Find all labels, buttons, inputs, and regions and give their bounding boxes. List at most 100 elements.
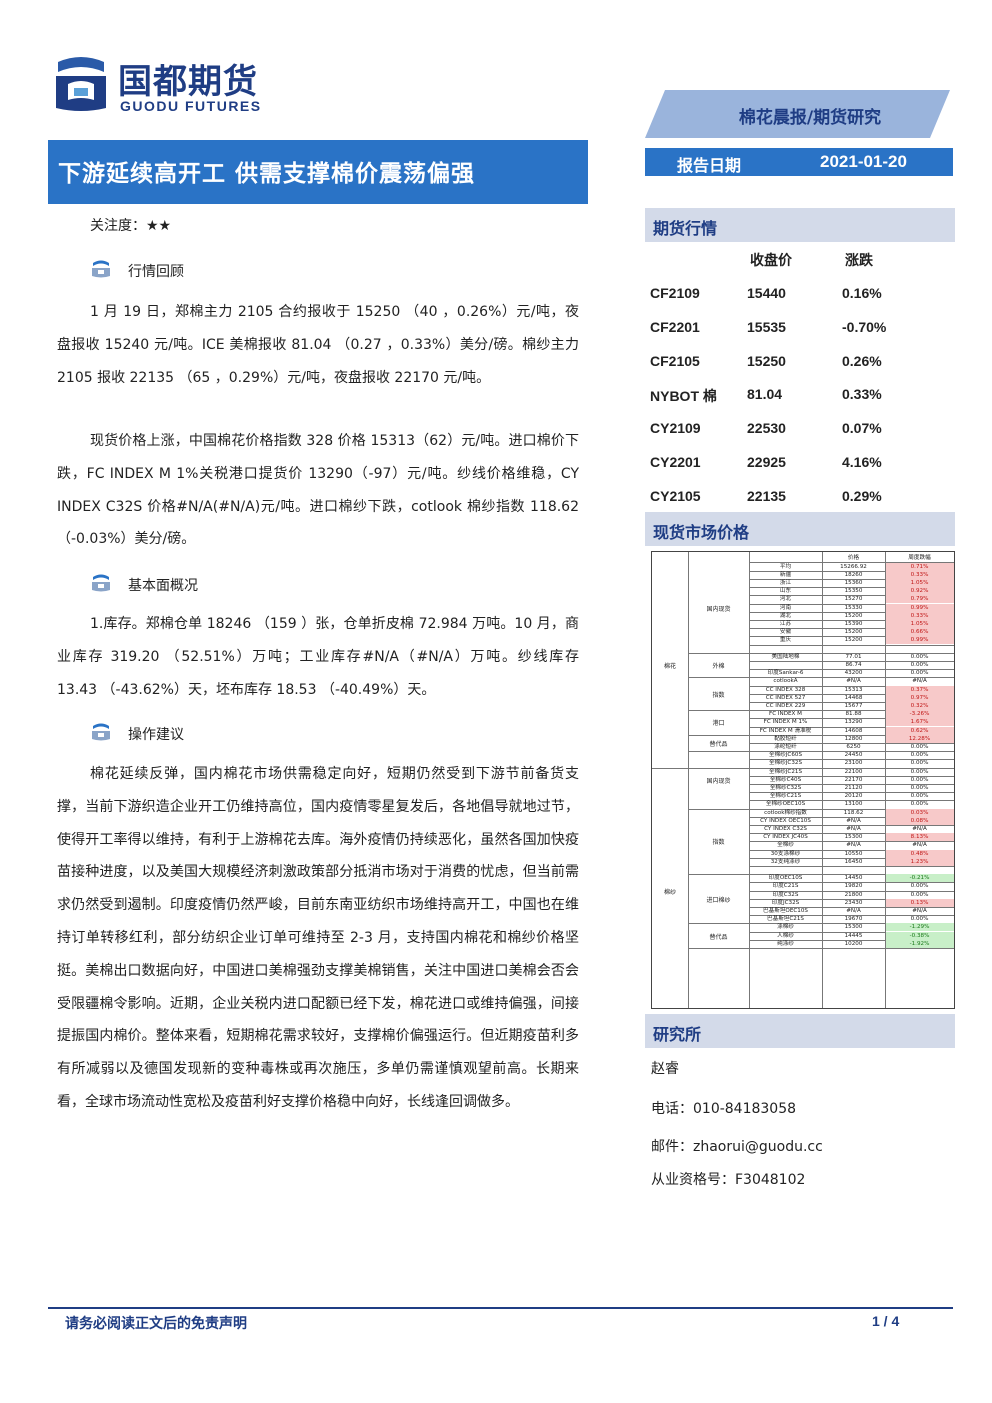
- spot-item-price: 43200: [844, 670, 863, 677]
- spot-row-rule: [749, 751, 954, 753]
- spot-item-name: 30支涤棉纱: [770, 850, 801, 857]
- spot-category: 棉花: [663, 663, 676, 670]
- spot-row-rule: [749, 685, 954, 687]
- spot-item-name: 全棉纱JC32S: [768, 760, 802, 767]
- spot-row-rule: [749, 767, 954, 769]
- spot-item-change: 0.33%: [885, 611, 954, 620]
- spot-item-price: 15677: [844, 702, 863, 709]
- spot-item-price: 14450: [844, 875, 863, 882]
- spot-item-price: [822, 645, 885, 653]
- spot-item-price: 22100: [844, 768, 863, 775]
- spot-item-name: 安徽: [779, 629, 792, 636]
- futures-price: 15440: [747, 285, 786, 301]
- spot-item-change: 0.99%: [885, 636, 954, 645]
- spot-item-name: [749, 645, 822, 653]
- report-type: 棉花晨报/期货研究: [738, 108, 882, 128]
- spot-row-rule: [749, 882, 954, 884]
- spot-item-price: 15300: [844, 924, 863, 931]
- report-date-bar: 报告日期 2021-01-20: [645, 148, 953, 176]
- futures-code: CF2109: [650, 285, 700, 301]
- spot-subcategory: 替代品: [709, 933, 728, 941]
- spot-row-rule: [749, 931, 954, 933]
- spot-item-name: 平均: [779, 563, 792, 570]
- spot-item-name: 全棉纱OEC10S: [765, 801, 806, 808]
- spot-row-rule: [749, 759, 954, 761]
- spot-item-name: 巴基斯坦OEC10S: [763, 907, 808, 914]
- futures-change: 0.26%: [842, 352, 882, 369]
- spot-item-change: -1.29%: [885, 923, 954, 932]
- spot-item-name: 纯涤纱: [777, 940, 794, 947]
- spot-row-rule: [749, 660, 954, 662]
- spot-col-price: 价格: [847, 554, 860, 561]
- spot-row-rule: [749, 915, 954, 917]
- spot-item-price: 15360: [844, 579, 863, 586]
- spot-group-rule: [688, 751, 749, 753]
- spot-row-rule: [749, 857, 954, 859]
- footer-disclaimer[interactable]: 请务必阅读正文后的免责声明: [65, 1316, 247, 1332]
- spot-item-price: 10550: [844, 850, 863, 857]
- spot-item-change: 0.00%: [910, 891, 929, 898]
- section-bullet-icon: [92, 723, 110, 741]
- spot-row-rule: [749, 939, 954, 941]
- spot-item-price: 10200: [844, 940, 863, 947]
- spot-item-change: 1.23%: [885, 857, 954, 866]
- spot-item-change: 0.00%: [910, 793, 929, 800]
- title-bar: 下游延续高开工 供需支撑棉价震荡偏强: [48, 140, 588, 204]
- logo-mark-icon: [56, 57, 106, 111]
- spot-item-name: 浙江: [779, 579, 792, 586]
- spot-item-change: 0.79%: [885, 595, 954, 604]
- futures-price: 15250: [747, 352, 786, 369]
- spot-category: 棉纱: [663, 888, 676, 896]
- spot-col-rule: [749, 552, 750, 1008]
- spot-group-rule: [688, 677, 749, 679]
- spot-item-price: 24450: [844, 752, 863, 759]
- spot-row-rule: [749, 726, 954, 728]
- spot-item-name: 美国陆地棉: [771, 653, 800, 660]
- spot-row-rule: [749, 865, 954, 867]
- spot-item-change: 8.13%: [885, 833, 954, 842]
- futures-code: CF2201: [650, 318, 700, 335]
- futures-price: 15535: [747, 318, 786, 335]
- spot-item-change: 0.00%: [910, 760, 929, 767]
- analyst-email[interactable]: 邮件：zhaorui@guodu.cc: [651, 1139, 823, 1155]
- spot-item-price: 21800: [844, 891, 863, 898]
- spot-item-change: 0.97%: [885, 693, 954, 702]
- spot-item-change: 0.62%: [885, 726, 954, 735]
- logo-text-en: GUODU FUTURES: [120, 98, 262, 114]
- spot-row-rule: [749, 833, 954, 835]
- spot-group-rule: [688, 947, 749, 949]
- spot-item-name: FC INDEX M: [768, 711, 802, 718]
- spot-item-change: 0.71%: [885, 562, 954, 571]
- futures-code: CF2105: [650, 352, 700, 369]
- spot-item-change: #N/A: [912, 907, 927, 914]
- spot-item-name: 全棉纱JC21S: [768, 768, 802, 775]
- spot-item-price: #N/A: [846, 842, 861, 849]
- spot-item-name: cotlookA: [773, 678, 798, 685]
- spot-row-rule: [749, 710, 954, 712]
- spot-item-name: CC INDEX 527: [765, 694, 806, 701]
- spot-item-change: [885, 645, 954, 653]
- spot-item-change: 0.00%: [910, 752, 929, 759]
- spot-item-name: CC INDEX 229: [765, 702, 806, 709]
- spot-item-name: 黏胶短纤: [774, 735, 797, 742]
- spot-item-price: 19670: [844, 916, 863, 923]
- spot-item-change: -0.38%: [885, 931, 954, 940]
- spot-item-change: 0.00%: [910, 916, 929, 923]
- spot-item-price: 23430: [844, 899, 863, 906]
- spot-row-rule: [749, 644, 954, 646]
- spot-item-name: 新疆: [779, 571, 792, 578]
- spot-item-change: 0.00%: [910, 743, 929, 750]
- spot-item-price: 13290: [844, 719, 863, 726]
- spot-item-name: 印度C21S: [772, 883, 799, 890]
- spot-item-change: -0.21%: [885, 874, 954, 883]
- spot-col-change: 周度跌幅: [908, 554, 931, 561]
- spot-item-name: FC INDEX M 1%: [763, 719, 808, 726]
- spot-item-price: 15270: [844, 596, 863, 603]
- spot-item-price: #N/A: [846, 678, 861, 685]
- section-heading-label: 行情回顾: [128, 264, 184, 280]
- spot-subcategory: 指数: [712, 691, 725, 699]
- spot-item-name: 巴基斯坦C21S: [767, 916, 804, 923]
- spot-item-change: 0.00%: [910, 670, 929, 677]
